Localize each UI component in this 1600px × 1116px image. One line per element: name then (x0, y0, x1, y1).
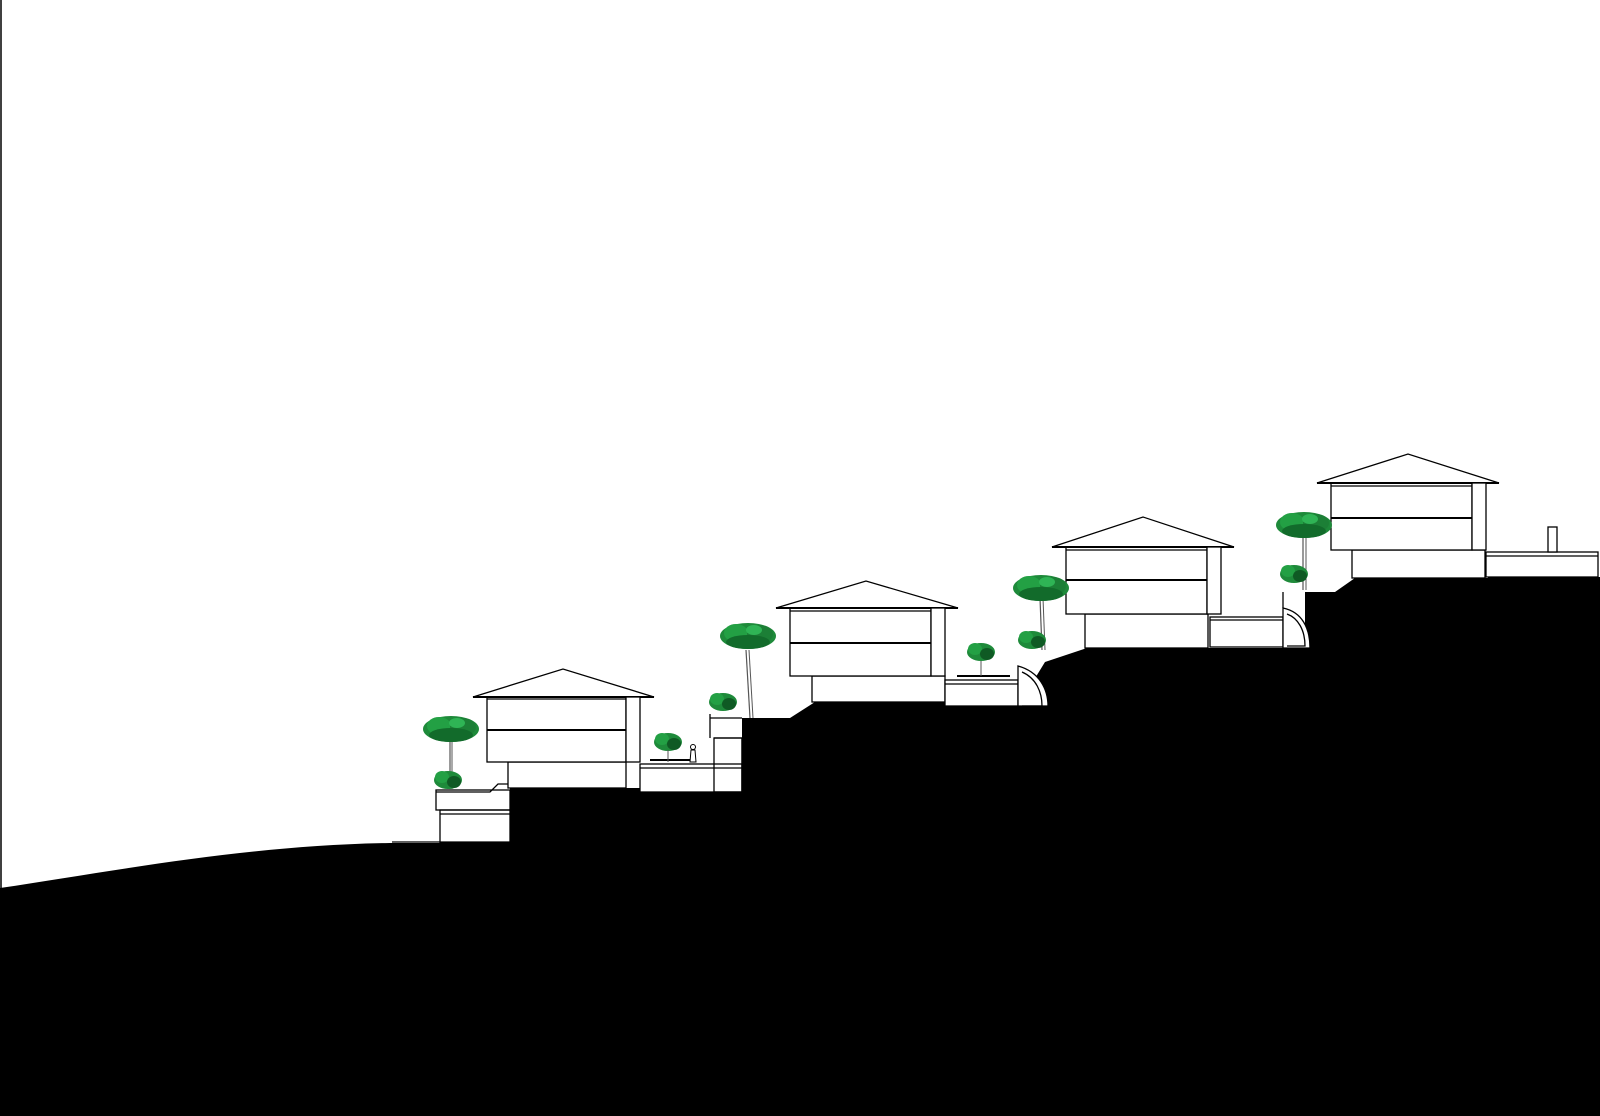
tree-icon (967, 643, 995, 676)
tree-icon (423, 716, 479, 790)
house-4 (1316, 453, 1599, 579)
house-1 (392, 668, 743, 844)
tree-icon (1013, 575, 1069, 651)
house-3 (1051, 516, 1311, 649)
terrain (0, 577, 1600, 1116)
person-icon (689, 744, 697, 763)
tree-icon (709, 693, 737, 711)
tree-icon (654, 733, 682, 762)
house-2 (710, 580, 1049, 719)
tree-icon (1276, 512, 1332, 590)
tree-icon (720, 623, 776, 719)
